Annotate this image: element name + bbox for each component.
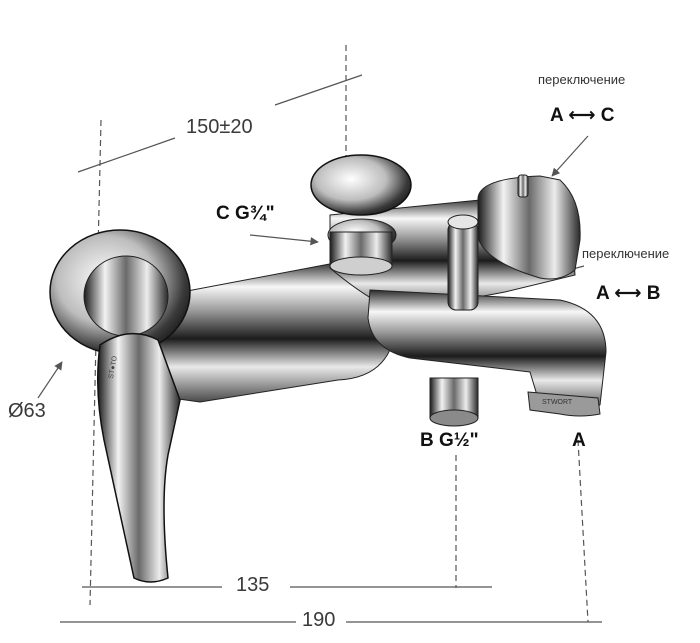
switch-top-pair: A ⟷ C bbox=[550, 105, 615, 126]
pointer-shower bbox=[249, 234, 319, 246]
diverter-knob-cap bbox=[447, 214, 479, 230]
dimension-190-label: 190 bbox=[302, 609, 336, 631]
ext-line-left bbox=[89, 119, 102, 606]
dimension-width-label: 150±20 bbox=[186, 116, 253, 138]
ext-line-right bbox=[577, 439, 589, 623]
pointer-diameter bbox=[37, 361, 63, 399]
switch-top-title: переключение bbox=[538, 72, 626, 87]
switch-right-title: переключение bbox=[582, 246, 670, 261]
spout-logo: STWORT bbox=[542, 399, 573, 406]
right-flange bbox=[310, 154, 412, 216]
diverter-knob-stem bbox=[447, 221, 479, 311]
lever-handle bbox=[97, 332, 181, 583]
shower-connector-bottom bbox=[329, 256, 393, 276]
port-spout-label: A bbox=[572, 430, 586, 451]
port-inlet-label: B G½" bbox=[420, 430, 479, 451]
thermostat-pin bbox=[517, 174, 529, 198]
dim-150-right bbox=[274, 74, 363, 106]
pointer-top-switch bbox=[551, 135, 589, 177]
faucet-body bbox=[49, 154, 607, 583]
inlet-connector-end bbox=[429, 409, 479, 427]
spout-outlet bbox=[527, 391, 601, 417]
spout bbox=[367, 289, 607, 411]
port-shower-label: C G¾" bbox=[216, 203, 275, 224]
dim-150-left bbox=[77, 137, 176, 173]
switch-right-pair: A ⟷ B bbox=[596, 283, 661, 304]
dimension-diameter-label: Ø63 bbox=[8, 400, 46, 422]
left-flange-inner bbox=[83, 255, 169, 337]
thermostat-cylinder bbox=[477, 175, 581, 280]
dimension-135-label: 135 bbox=[236, 574, 270, 596]
